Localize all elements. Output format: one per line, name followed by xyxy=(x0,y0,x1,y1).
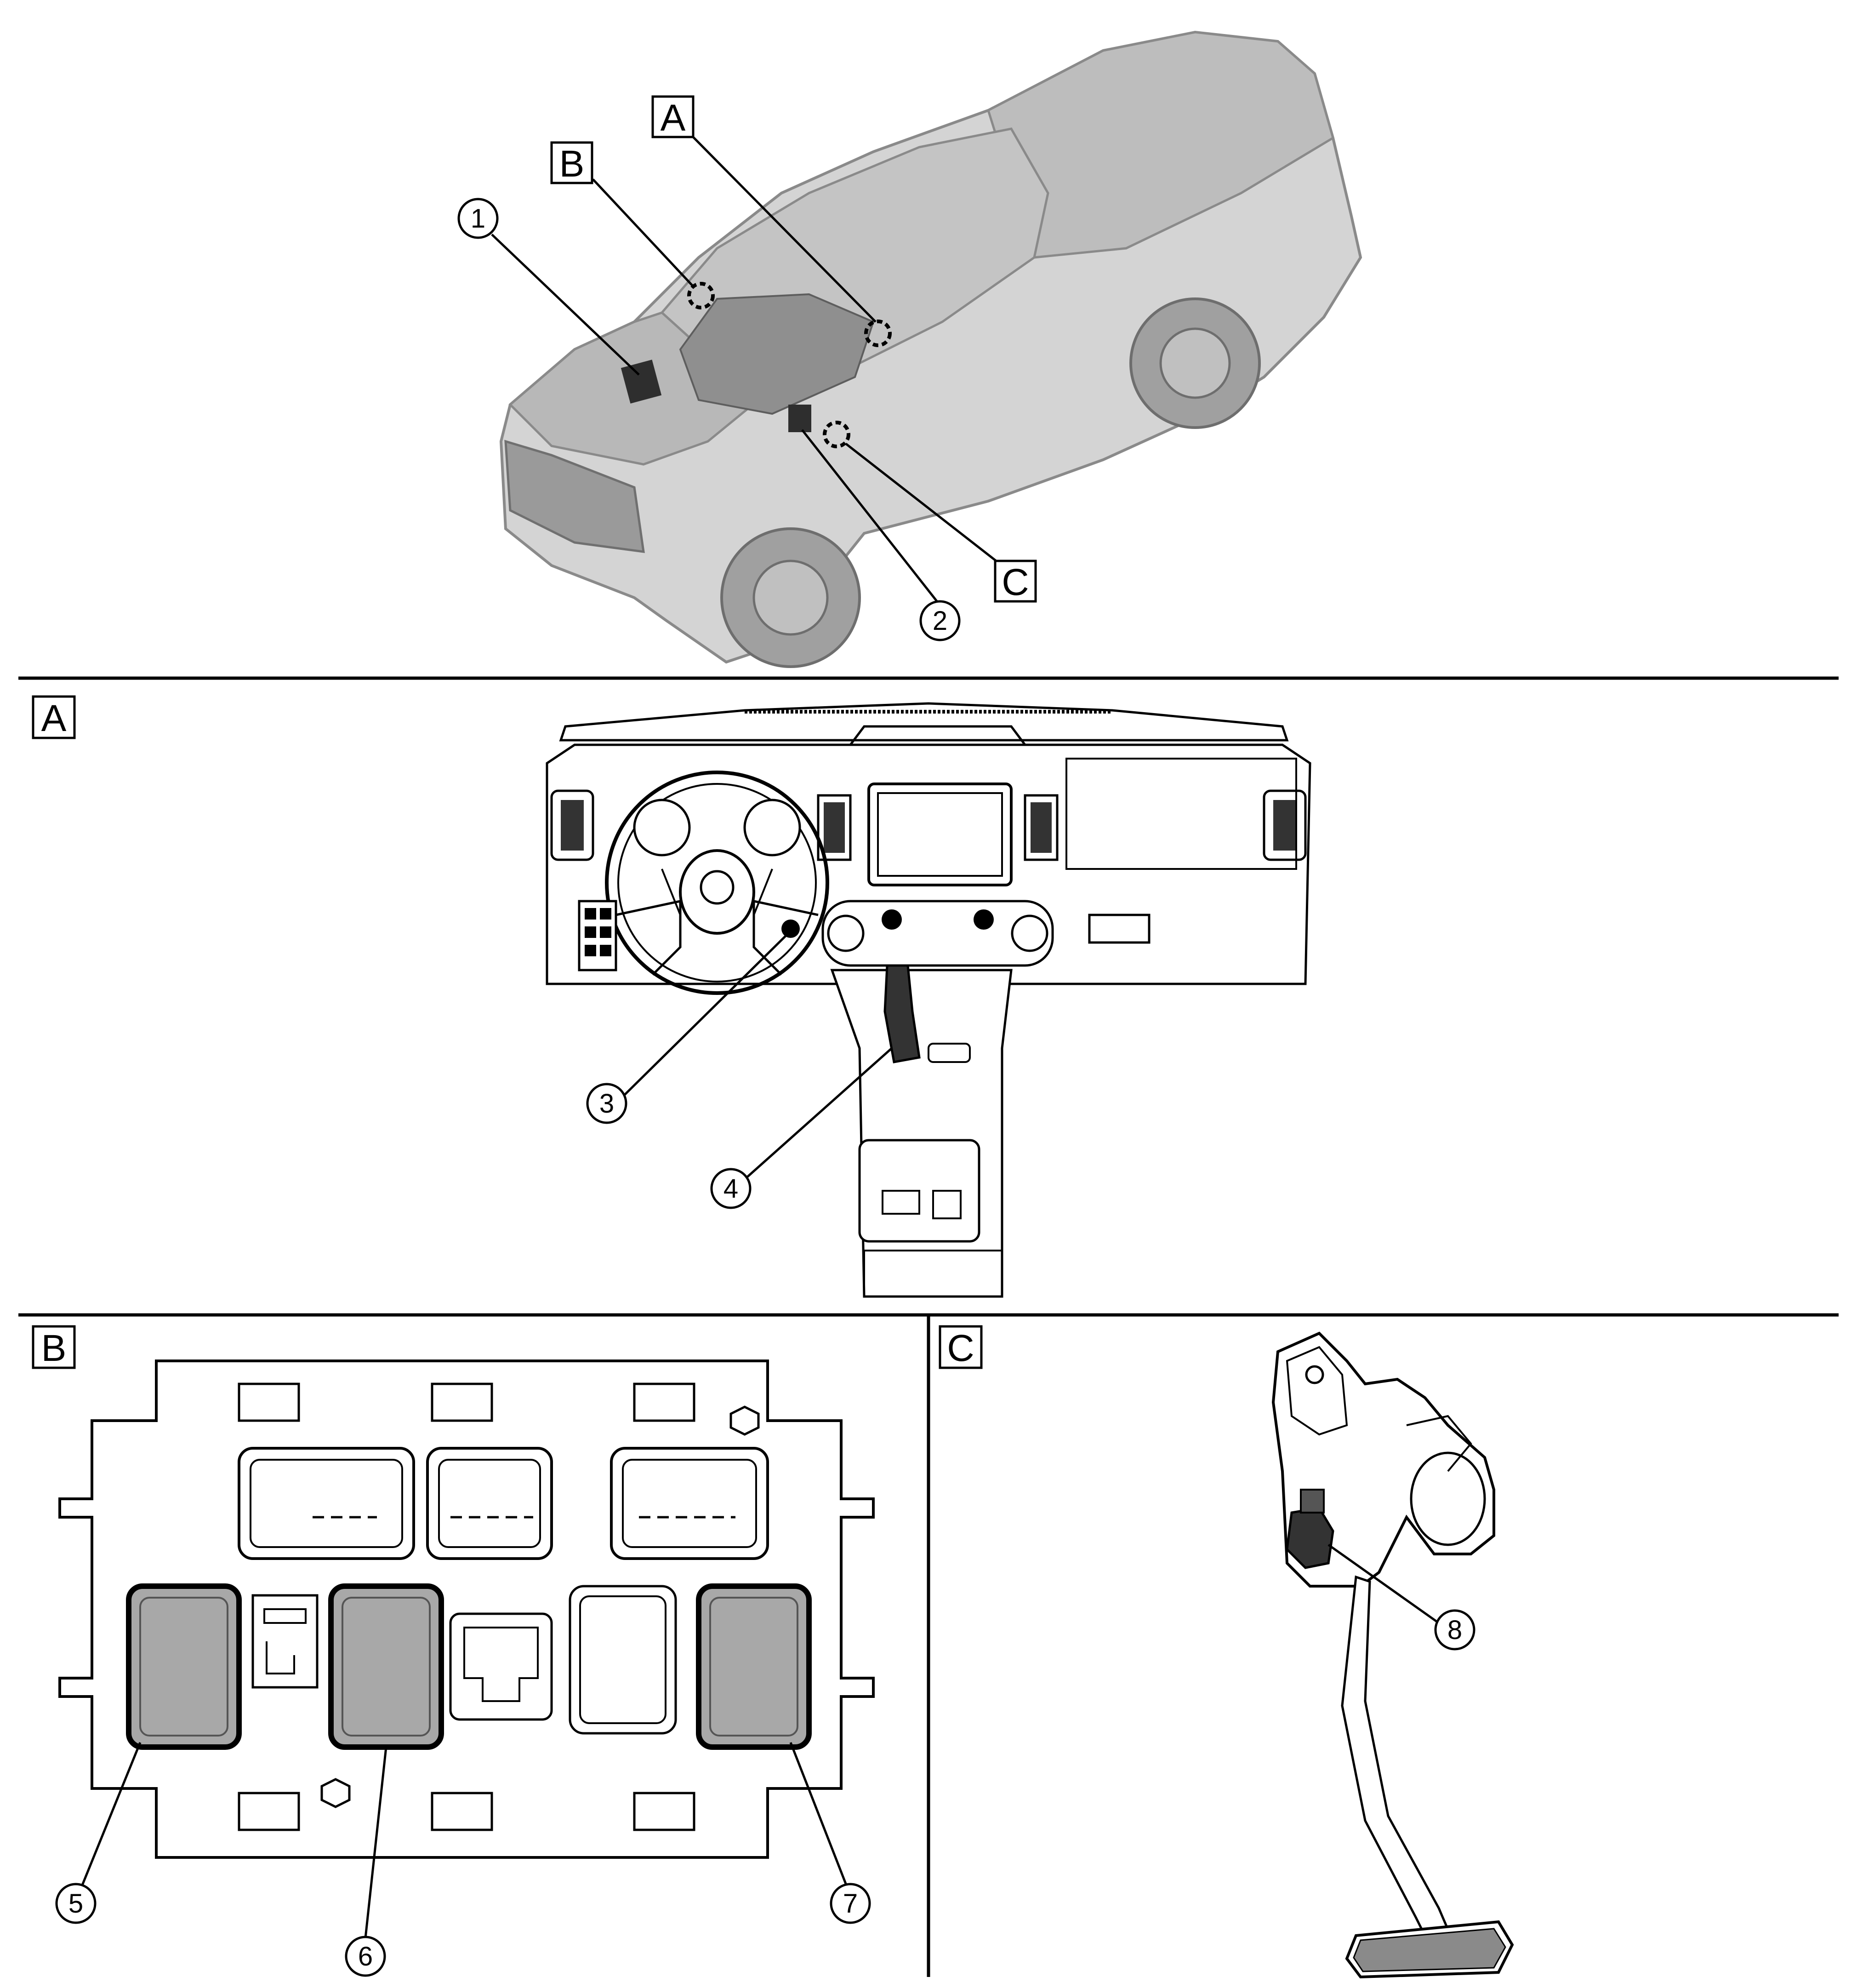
callout-6: 6 xyxy=(345,1936,386,1977)
leader-line-4 xyxy=(744,1047,893,1180)
label-box-b: B xyxy=(550,141,593,185)
truck-grille xyxy=(504,440,645,553)
callout-8: 8 xyxy=(1434,1609,1475,1651)
panel-a-label: A xyxy=(32,695,76,739)
svg-text:3: 3 xyxy=(599,1089,614,1119)
connector-upper-left xyxy=(238,1447,415,1560)
callout-4: 4 xyxy=(710,1168,752,1209)
leader-line-1 xyxy=(491,234,640,376)
relay-6 xyxy=(328,1583,444,1750)
svg-text:C: C xyxy=(947,1327,974,1369)
shift-lever xyxy=(883,964,921,1063)
svg-text:6: 6 xyxy=(358,1942,373,1971)
truck-bed xyxy=(986,31,1334,259)
location-marker-a xyxy=(864,320,892,347)
leader-line-c xyxy=(845,443,1003,566)
svg-text:A: A xyxy=(661,97,686,139)
panel-b-label: B xyxy=(32,1325,76,1369)
location-marker-b xyxy=(687,282,715,309)
center-console xyxy=(830,969,1013,1298)
relay-5 xyxy=(126,1583,242,1750)
svg-text:2: 2 xyxy=(933,606,947,636)
svg-text:B: B xyxy=(559,143,585,185)
leader-line-8 xyxy=(1327,1543,1440,1624)
relay-slot-empty-1 xyxy=(449,1612,553,1721)
truck-overview: A B C 1 2 xyxy=(457,30,1362,668)
glovebox-handle xyxy=(1088,914,1151,944)
component-1-module xyxy=(621,360,662,404)
leader-line-b xyxy=(592,178,695,288)
callout-3: 3 xyxy=(586,1083,627,1124)
rear-wheel xyxy=(1129,297,1261,429)
pedal-pad xyxy=(1345,1920,1514,1979)
connector-upper-middle xyxy=(426,1447,553,1560)
svg-text:5: 5 xyxy=(68,1889,83,1919)
location-marker-c xyxy=(823,421,850,448)
steering-wheel xyxy=(605,771,829,995)
right-gauge xyxy=(743,799,801,857)
leader-line-2 xyxy=(801,429,939,603)
leader-line-a xyxy=(689,132,877,323)
svg-text:B: B xyxy=(41,1327,67,1369)
leader-line-6 xyxy=(364,1747,387,1938)
push-button-start xyxy=(781,920,800,938)
leader-line-3 xyxy=(620,932,789,1100)
callout-5: 5 xyxy=(55,1883,97,1924)
label-box-c: C xyxy=(994,560,1037,603)
callout-2: 2 xyxy=(919,600,961,641)
svg-text:7: 7 xyxy=(843,1889,858,1919)
dashboard-top xyxy=(559,702,1289,742)
component-2-module xyxy=(788,405,811,432)
label-box-a: A xyxy=(651,95,695,139)
svg-text:1: 1 xyxy=(471,204,485,234)
center-display xyxy=(867,783,1013,886)
panel-c-label: C xyxy=(939,1325,983,1369)
leader-line-7 xyxy=(789,1742,849,1890)
svg-text:8: 8 xyxy=(1447,1615,1462,1645)
front-wheel xyxy=(720,527,861,668)
left-gauge xyxy=(633,799,691,857)
callout-7: 7 xyxy=(830,1883,871,1924)
svg-text:A: A xyxy=(41,697,67,739)
panel-c-brake-pedal: C 8 xyxy=(939,1325,1514,1979)
climate-control-panel xyxy=(821,900,1054,967)
truck-dashboard-block xyxy=(679,293,875,415)
panel-a-dashboard: A xyxy=(32,695,1311,1298)
callout-1: 1 xyxy=(457,198,499,239)
leader-line-5 xyxy=(79,1742,142,1890)
panel-b-relay-block: B xyxy=(32,1325,875,1977)
connector-upper-right xyxy=(610,1447,769,1560)
svg-text:4: 4 xyxy=(723,1174,738,1204)
relay-7 xyxy=(696,1583,812,1750)
relay-slot-empty-2 xyxy=(569,1585,677,1735)
svg-text:C: C xyxy=(1002,561,1029,603)
